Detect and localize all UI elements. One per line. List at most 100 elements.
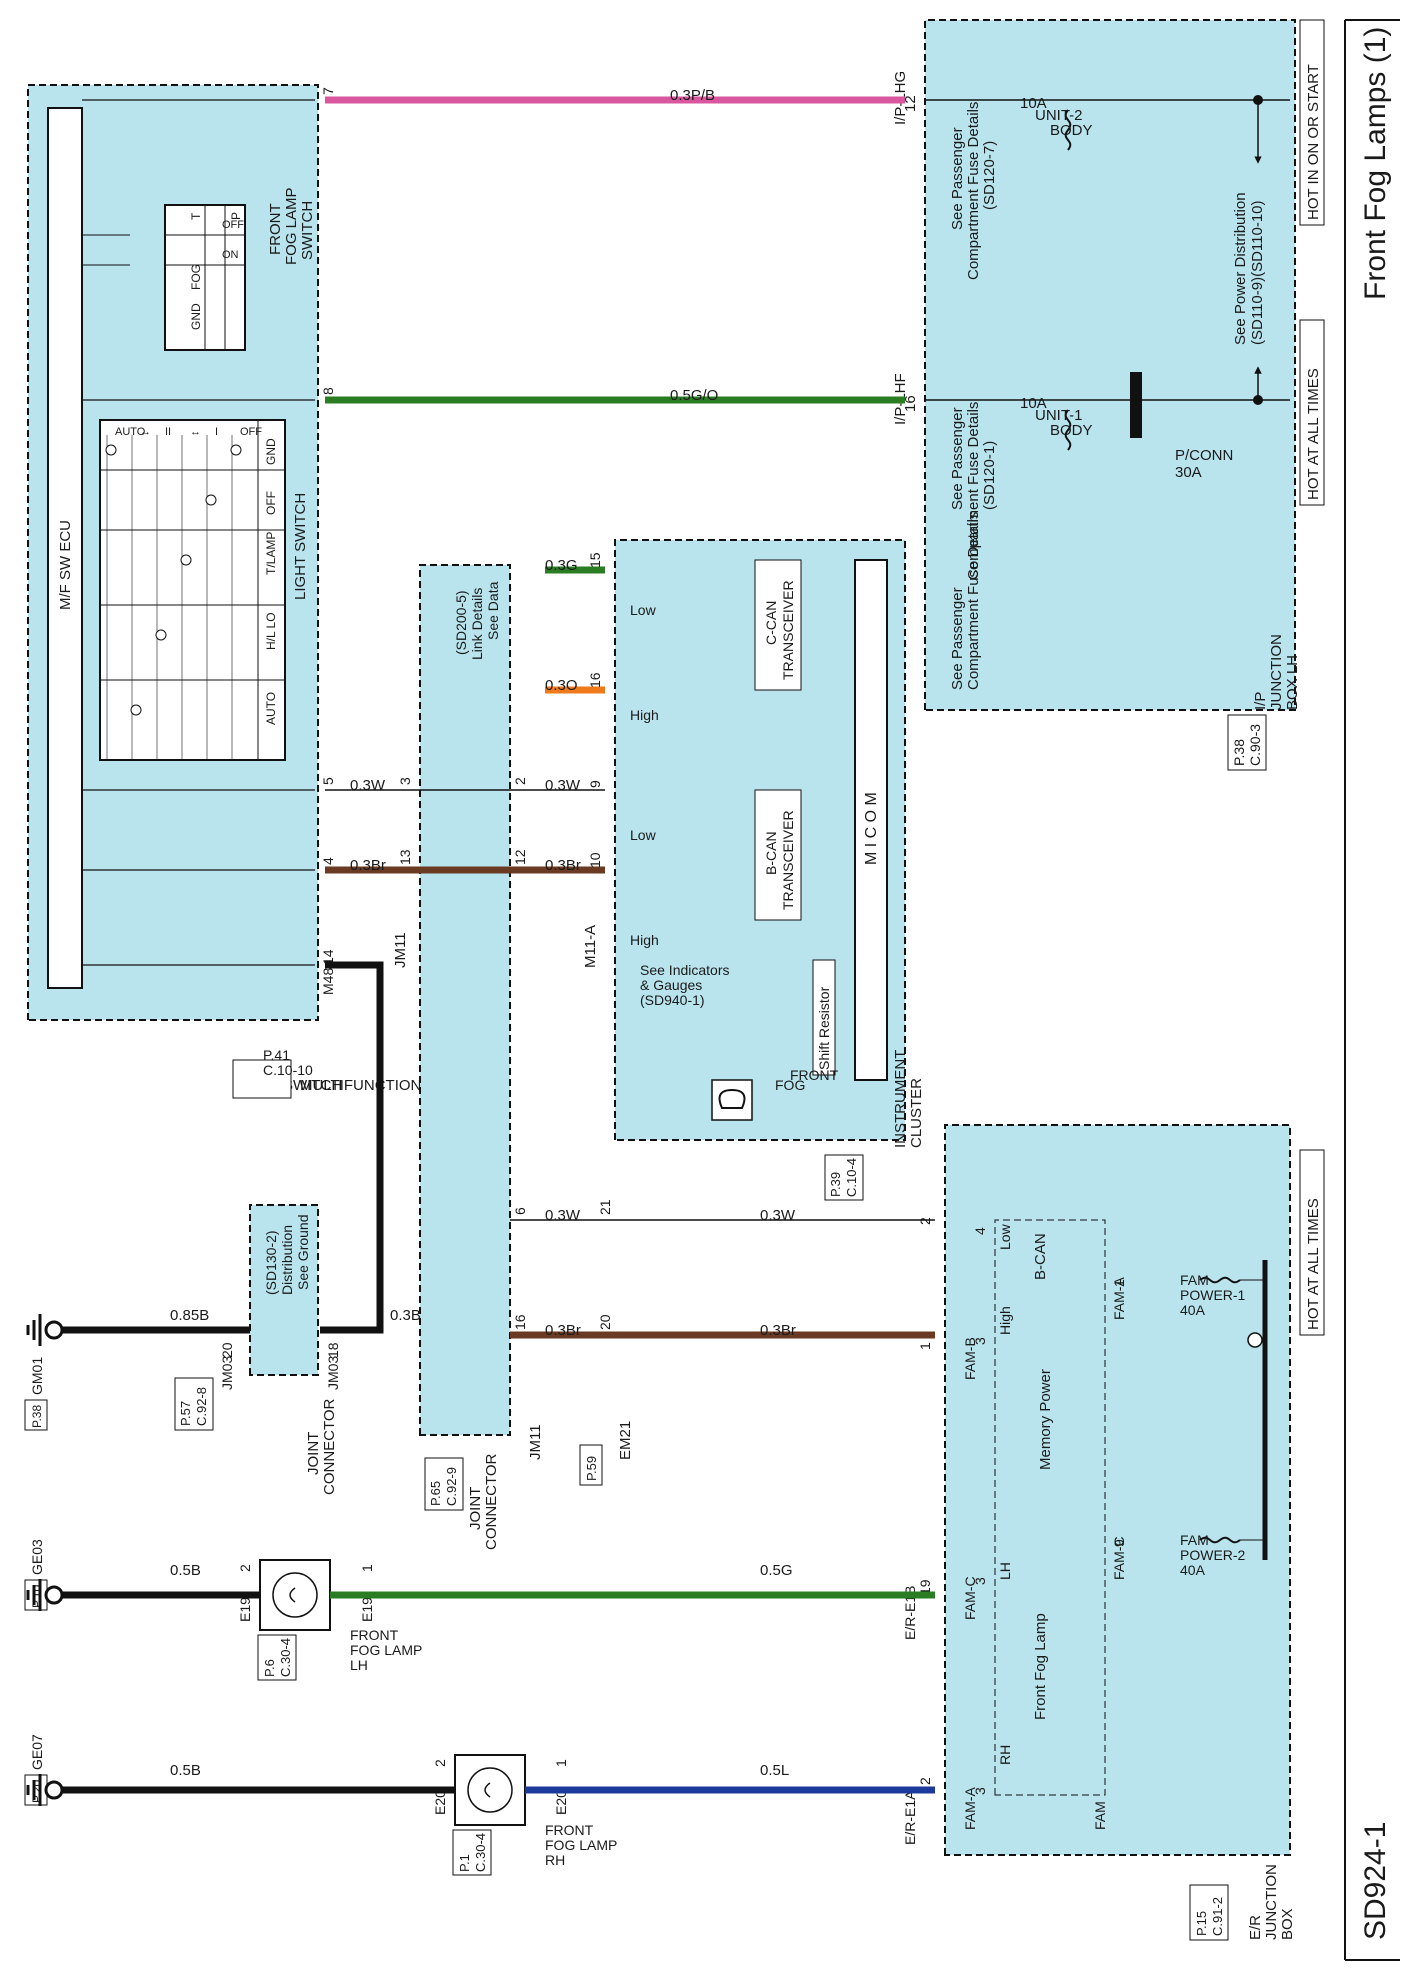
ground-distribution-ref[interactable]: See Ground Distribution (SD130-2) (263, 1215, 311, 1296)
svg-text:(SD120-1): (SD120-1) (981, 441, 998, 510)
svg-text:See Passenger: See Passenger (949, 587, 966, 690)
ground-icon (26, 1774, 64, 1806)
body-unit-1-fuse-icon (1064, 409, 1072, 451)
c-can-transceiver (754, 559, 802, 691)
jm11-connector-bottom: JM11 (527, 1424, 544, 1460)
light-switch-col-header: GND (264, 438, 278, 465)
light-switch-col-header: H/L LO (264, 612, 278, 650)
ge03-label: GE03 (29, 1539, 45, 1575)
svg-text:2: 2 (237, 1564, 253, 1572)
svg-text:P.39: P.39 (828, 1172, 843, 1197)
svg-text:SWITCH: SWITCH (283, 1077, 342, 1094)
wire-label-w-er2: 0.3W (760, 1207, 796, 1224)
svg-text:Compartment Fuse Details: Compartment Fuse Details (965, 402, 982, 580)
wire-label-w-er: 0.3W (545, 1207, 581, 1224)
fuse-details-ref-c[interactable]: See Passenger Compartment Fuse Details (949, 512, 982, 690)
instrument-cluster-caption: INSTRUMENT CLUSTER P.39 C.10-4 (824, 1050, 925, 1201)
wire-label-w-cluster: 0.3W (545, 777, 581, 794)
lamp-rh-bulb-icon (467, 1767, 513, 1813)
svg-text:8: 8 (320, 387, 336, 395)
svg-text:20: 20 (597, 1314, 613, 1330)
svg-text:6: 6 (512, 1207, 528, 1215)
svg-text:3: 3 (972, 1787, 988, 1795)
svg-text:See Passenger: See Passenger (949, 407, 966, 510)
page-code: SD924-1 (1359, 1822, 1392, 1940)
wire-label-br-er2: 0.3Br (760, 1322, 796, 1339)
micom (854, 559, 888, 1081)
svg-text:JOINT: JOINT (467, 1487, 484, 1530)
svg-text:3: 3 (972, 1577, 988, 1585)
switch-contact-icon (205, 494, 217, 506)
svg-text:P.38: P.38 (1231, 739, 1247, 766)
multifunction-switch: M/F SW ECU FOG GND OFF ON P T FRONT FOG … (27, 84, 421, 1099)
hot-at-all-times-box-ip (1299, 319, 1325, 506)
svg-text:9: 9 (587, 780, 603, 788)
svg-text:9: 9 (1111, 1539, 1127, 1547)
hot-at-all-times-box-er (1299, 1149, 1325, 1336)
em21-connector: EM21 P.59 (579, 1421, 634, 1486)
svg-text:BODY: BODY (1050, 422, 1093, 439)
svg-text:1: 1 (917, 1342, 933, 1350)
gm01-label: GM01 (29, 1357, 45, 1395)
hot-on-start-box (1299, 19, 1325, 226)
svg-text:C.10-10: C.10-10 (263, 1062, 313, 1078)
svg-text:2: 2 (432, 1759, 448, 1767)
svg-text:C.91-2: C.91-2 (1210, 1897, 1225, 1936)
svg-text:Compartment Fuse Details: Compartment Fuse Details (965, 512, 982, 690)
ip-junction-box-caption: I/P JUNCTION BOX LH P.38 C.90-3 (1227, 634, 1301, 771)
svg-text:P.59: P.59 (584, 1456, 599, 1481)
jm11-connector-top: JM11 (392, 932, 409, 968)
wire-label-5b-lh: 0.5B (170, 1562, 201, 1579)
svg-text:& Gauges: & Gauges (640, 977, 702, 993)
jm03-caption: JOINT CONNECTOR P.57 C.92-8 (174, 1377, 338, 1495)
indicators-gauges-ref[interactable]: See Indicators & Gauges (SD940-1) (640, 962, 730, 1008)
power-tap-icon (1247, 1332, 1263, 1348)
svg-text:EM21: EM21 (617, 1421, 634, 1460)
ground-icon (26, 1314, 64, 1346)
svg-text:10A: 10A (1020, 395, 1047, 412)
svg-text:High: High (630, 932, 659, 948)
er-e1b-connector: E/R-E1B (902, 1586, 918, 1640)
ip-pin-12: 12 (902, 95, 919, 112)
memory-power-label: Memory Power (1037, 1369, 1054, 1470)
data-link-ref[interactable]: See Data Link Details (SD200-5) (453, 581, 501, 660)
svg-text:15: 15 (587, 552, 603, 568)
power-distribution-ref[interactable]: See Power Distribution (SD110-9)(SD110-1… (1232, 192, 1266, 345)
svg-text:TRANSCEIVER: TRANSCEIVER (780, 810, 796, 910)
ip-pin-16: 16 (902, 395, 919, 412)
svg-text:1: 1 (1111, 1279, 1127, 1287)
svg-text:FOG LAMP: FOG LAMP (283, 187, 300, 265)
light-switch-row-label: AUTO (115, 426, 146, 438)
svg-text:I/P: I/P (1252, 692, 1269, 710)
fam-power-1-fuse: FAM POWER-1 40A (1180, 1272, 1265, 1318)
front-fog-lamp-label: Front Fog Lamp (1032, 1613, 1049, 1720)
svg-text:CLUSTER: CLUSTER (908, 1078, 925, 1148)
svg-text:JOINT: JOINT (305, 1432, 322, 1475)
svg-text:40A: 40A (1180, 1302, 1206, 1318)
svg-text:See Passenger: See Passenger (949, 127, 966, 230)
svg-text:40A: 40A (1180, 1562, 1206, 1578)
wire-label-br-er: 0.3Br (545, 1322, 581, 1339)
svg-text:P.10: P.10 (30, 1585, 44, 1608)
svg-text:(SD940-1): (SD940-1) (640, 992, 705, 1008)
svg-text:TRANSCEIVER: TRANSCEIVER (780, 580, 796, 680)
light-switch-row-label: II (165, 426, 171, 438)
svg-text:FAM: FAM (1180, 1532, 1209, 1548)
svg-text:FOG LAMP: FOG LAMP (545, 1837, 617, 1853)
svg-text:16: 16 (587, 672, 603, 688)
fuse-details-ref-b[interactable]: See Passenger Compartment Fuse Details (… (949, 402, 998, 580)
svg-text:Link Details: Link Details (469, 588, 485, 660)
svg-text:4: 4 (320, 857, 336, 865)
svg-text:2: 2 (917, 1777, 933, 1785)
wire-label-3b: 0.3B (390, 1307, 421, 1324)
svg-text:1: 1 (359, 1564, 375, 1572)
svg-text:Low: Low (997, 1223, 1013, 1250)
light-switch-row-label: ↔ (190, 426, 201, 438)
wire-label-br-mf: 0.3Br (350, 857, 386, 874)
svg-text:E19: E19 (237, 1597, 253, 1622)
fuse-details-ref-a[interactable]: See Passenger Compartment Fuse Details (… (949, 102, 998, 280)
cluster-m11a: M11-A (582, 925, 599, 968)
